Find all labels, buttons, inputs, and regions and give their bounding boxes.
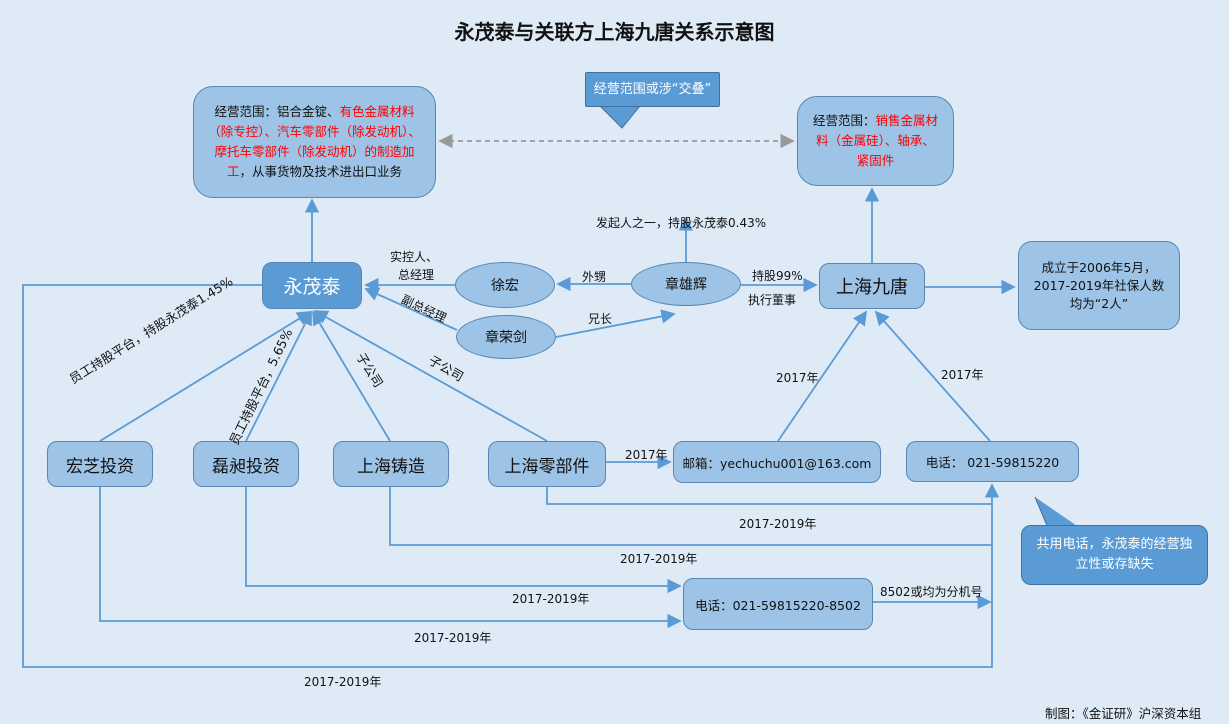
label-elder-brother: 兄长 [588, 312, 613, 326]
diagram-title: 永茂泰与关联方上海九唐关系示意图 [454, 20, 775, 44]
label-2017-email: 2017年 [625, 448, 668, 462]
node-email: 邮箱：yechuchu001@163.com [673, 441, 881, 483]
node-hongzhi: 宏芝投资 [47, 441, 153, 487]
label-2017-2019-zhuzao: 2017-2019年 [620, 552, 698, 566]
label-gm: 总经理 [398, 268, 435, 282]
label-share99: 持股99% [752, 269, 803, 283]
node-leichang: 磊昶投资 [193, 441, 299, 487]
node-yongmaotai: 永茂泰 [262, 262, 362, 309]
label-2017-2019-leichang: 2017-2019年 [512, 592, 590, 606]
node-zhangxionghui: 章雄辉 [631, 262, 741, 306]
overlap-callout: 经营范围或涉“交叠” [585, 72, 720, 107]
node-xuhong: 徐宏 [455, 262, 555, 308]
node-zhuzao: 上海铸造 [333, 441, 449, 487]
label-exec-director: 执行董事 [748, 293, 797, 307]
label-2017-2019-yongmaotai: 2017-2019年 [304, 675, 382, 689]
credit-text: 制图：《金证研》沪深资本组 [1045, 706, 1202, 721]
scope-red-text: 有色金属材料（除专控）、汽车零部件（除发动机）、摩托车零部件（除发动机）的制造加… [208, 104, 421, 179]
label-2017-2019-lingbujian: 2017-2019年 [739, 517, 817, 531]
label-controller: 实控人、 [390, 250, 439, 264]
yongmaotai-scope-box: 经营范围：铝合金锭、有色金属材料（除专控）、汽车零部件（除发动机）、摩托车零部件… [193, 86, 436, 198]
label-nephew: 外甥 [582, 270, 607, 284]
jiutang-scope-box: 经营范围：销售金属材料（金属硅）、轴承、紧固件 [797, 96, 954, 186]
label-2017-email-jiutang: 2017年 [776, 371, 819, 385]
node-lingbujian: 上海零部件 [488, 441, 606, 487]
jiutang-info-box: 成立于2006年5月，2017-2019年社保人数均为“2人” [1018, 241, 1180, 330]
scope-prefix: 经营范围：铝合金锭、 [214, 104, 340, 119]
scope-suffix: ，从事货物及技术进出口业务 [239, 164, 403, 179]
label-2017-2019-hongzhi: 2017-2019年 [414, 631, 492, 645]
label-extension: 8502或均为分机号 [880, 585, 983, 599]
node-phone2: 电话：021-59815220-8502 [683, 578, 873, 630]
shared-phone-callout: 共用电话，永茂泰的经营独立性或存缺失 [1021, 525, 1208, 585]
label-2017-phone-jiutang: 2017年 [941, 368, 984, 382]
node-phone1: 电话： 021-59815220 [906, 441, 1079, 482]
label-founder: 发起人之一，持股永茂泰0.43% [596, 216, 767, 230]
node-zhangrongjian: 章荣剑 [456, 315, 556, 359]
scope-red-text: 销售金属材料（金属硅）、轴承、紧固件 [816, 113, 939, 168]
node-jiutang: 上海九唐 [819, 263, 925, 309]
scope-prefix: 经营范围： [812, 113, 876, 128]
